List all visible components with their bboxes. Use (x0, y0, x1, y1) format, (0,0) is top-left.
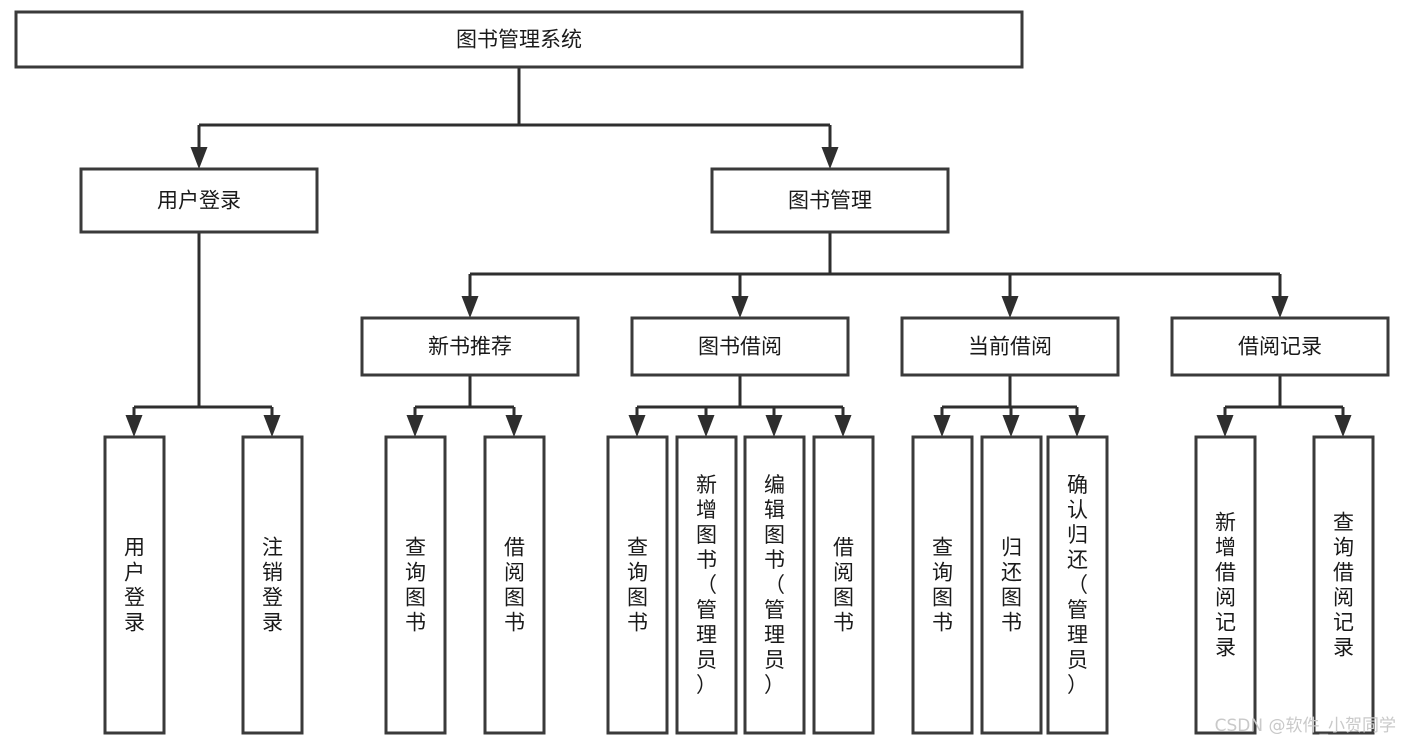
node-label-root: 图书管理系统 (456, 28, 582, 52)
node-leaf-edit-book-admin[interactable]: 编辑图书（管理员） (743, 435, 806, 735)
arrow-head-icon (697, 415, 715, 437)
connectors-layer (125, 67, 1352, 437)
arrow-head-icon (1271, 296, 1289, 318)
node-box-current-borrow[interactable] (900, 316, 1120, 377)
node-box-new-book-recommend[interactable] (360, 316, 580, 377)
node-label-leaf-query-book-current: 查询图书 (932, 536, 953, 635)
node-box-leaf-query-book-current[interactable] (911, 435, 974, 735)
node-label-leaf-query-book-recommend: 查询图书 (405, 536, 426, 635)
node-leaf-return-book[interactable]: 归还图书 (980, 435, 1043, 735)
arrow-head-icon (263, 415, 281, 437)
node-leaf-query-borrow-record[interactable]: 查询借阅记录 (1312, 435, 1375, 735)
node-leaf-borrow-book-recommend[interactable]: 借阅图书 (483, 435, 546, 735)
node-leaf-user-login[interactable]: 用户登录 (103, 435, 166, 735)
node-box-leaf-edit-book-admin[interactable] (743, 435, 806, 735)
node-leaf-logout[interactable]: 注销登录 (241, 435, 304, 735)
node-box-leaf-add-book-admin[interactable] (675, 435, 738, 735)
node-book-management[interactable]: 图书管理 (710, 167, 950, 234)
node-label-leaf-return-book: 归还图书 (1001, 536, 1022, 635)
node-box-book-management[interactable] (710, 167, 950, 234)
node-box-leaf-user-login[interactable] (103, 435, 166, 735)
node-label-leaf-borrow-book: 借阅图书 (833, 536, 854, 635)
connector-borrow-records-to-leaves (1216, 375, 1352, 437)
node-box-leaf-borrow-book-recommend[interactable] (483, 435, 546, 735)
arrow-head-icon (461, 296, 479, 318)
node-leaf-query-book-recommend[interactable]: 查询图书 (384, 435, 447, 735)
node-leaf-borrow-book[interactable]: 借阅图书 (812, 435, 875, 735)
node-box-leaf-query-book-borrow[interactable] (606, 435, 669, 735)
arrow-head-icon (125, 415, 143, 437)
node-user-login[interactable]: 用户登录 (79, 167, 319, 234)
nodes-layer: 图书管理系统用户登录图书管理新书推荐图书借阅当前借阅借阅记录用户登录注销登录查询… (14, 10, 1390, 735)
arrow-head-icon (731, 296, 749, 318)
node-box-root[interactable] (14, 10, 1024, 69)
node-label-book-borrow: 图书借阅 (698, 335, 782, 359)
node-leaf-add-book-admin[interactable]: 新增图书（管理员） (675, 435, 738, 735)
arrow-head-icon (1068, 415, 1086, 437)
connector-user-login-to-leaves (125, 232, 281, 437)
node-root[interactable]: 图书管理系统 (14, 10, 1024, 69)
connector-book-borrow-to-leaves (628, 375, 852, 437)
node-leaf-add-borrow-record[interactable]: 新增借阅记录 (1194, 435, 1257, 735)
arrow-head-icon (821, 147, 839, 169)
node-box-leaf-logout[interactable] (241, 435, 304, 735)
node-book-borrow[interactable]: 图书借阅 (630, 316, 850, 377)
node-label-leaf-confirm-return-admin: 确认归还（管理员） (1067, 473, 1088, 697)
node-label-leaf-query-borrow-record: 查询借阅记录 (1333, 511, 1354, 660)
connector-book-management-to-level3 (461, 232, 1289, 318)
connector-new-book-recommend-to-leaves (406, 375, 523, 437)
node-box-leaf-add-borrow-record[interactable] (1194, 435, 1257, 735)
arrow-head-icon (933, 415, 951, 437)
node-leaf-query-book-borrow[interactable]: 查询图书 (606, 435, 669, 735)
node-label-borrow-records: 借阅记录 (1238, 335, 1322, 359)
arrow-head-icon (834, 415, 852, 437)
node-box-user-login[interactable] (79, 167, 319, 234)
arrow-head-icon (1216, 415, 1234, 437)
node-box-book-borrow[interactable] (630, 316, 850, 377)
node-leaf-query-book-current[interactable]: 查询图书 (911, 435, 974, 735)
node-label-user-login: 用户登录 (157, 189, 241, 213)
arrow-head-icon (765, 415, 783, 437)
node-box-borrow-records[interactable] (1170, 316, 1390, 377)
arrow-head-icon (505, 415, 523, 437)
arrow-head-icon (628, 415, 646, 437)
node-current-borrow[interactable]: 当前借阅 (900, 316, 1120, 377)
connector-current-borrow-to-leaves (933, 375, 1086, 437)
node-label-leaf-edit-book-admin: 编辑图书（管理员） (764, 473, 785, 697)
arrow-head-icon (1002, 415, 1020, 437)
arrow-head-icon (1001, 296, 1019, 318)
node-label-book-management: 图书管理 (788, 189, 872, 213)
node-label-current-borrow: 当前借阅 (968, 335, 1052, 359)
node-box-leaf-borrow-book[interactable] (812, 435, 875, 735)
node-new-book-recommend[interactable]: 新书推荐 (360, 316, 580, 377)
node-label-leaf-user-login: 用户登录 (124, 536, 145, 635)
node-leaf-confirm-return-admin[interactable]: 确认归还（管理员） (1046, 435, 1109, 735)
connector-root-to-level2 (190, 67, 839, 169)
arrow-head-icon (406, 415, 424, 437)
arrow-head-icon (190, 147, 208, 169)
node-borrow-records[interactable]: 借阅记录 (1170, 316, 1390, 377)
node-label-leaf-query-book-borrow: 查询图书 (627, 536, 648, 635)
csdn-watermark: CSDN @软件_小贺同学 (1215, 716, 1396, 736)
node-box-leaf-confirm-return-admin[interactable] (1046, 435, 1109, 735)
node-label-new-book-recommend: 新书推荐 (428, 335, 512, 359)
node-label-leaf-borrow-book-recommend: 借阅图书 (504, 536, 525, 635)
node-label-leaf-add-book-admin: 新增图书（管理员） (696, 473, 717, 697)
node-box-leaf-query-borrow-record[interactable] (1312, 435, 1375, 735)
node-label-leaf-logout: 注销登录 (262, 536, 283, 635)
node-label-leaf-add-borrow-record: 新增借阅记录 (1215, 511, 1236, 660)
arrow-head-icon (1334, 415, 1352, 437)
node-box-leaf-return-book[interactable] (980, 435, 1043, 735)
node-box-leaf-query-book-recommend[interactable] (384, 435, 447, 735)
